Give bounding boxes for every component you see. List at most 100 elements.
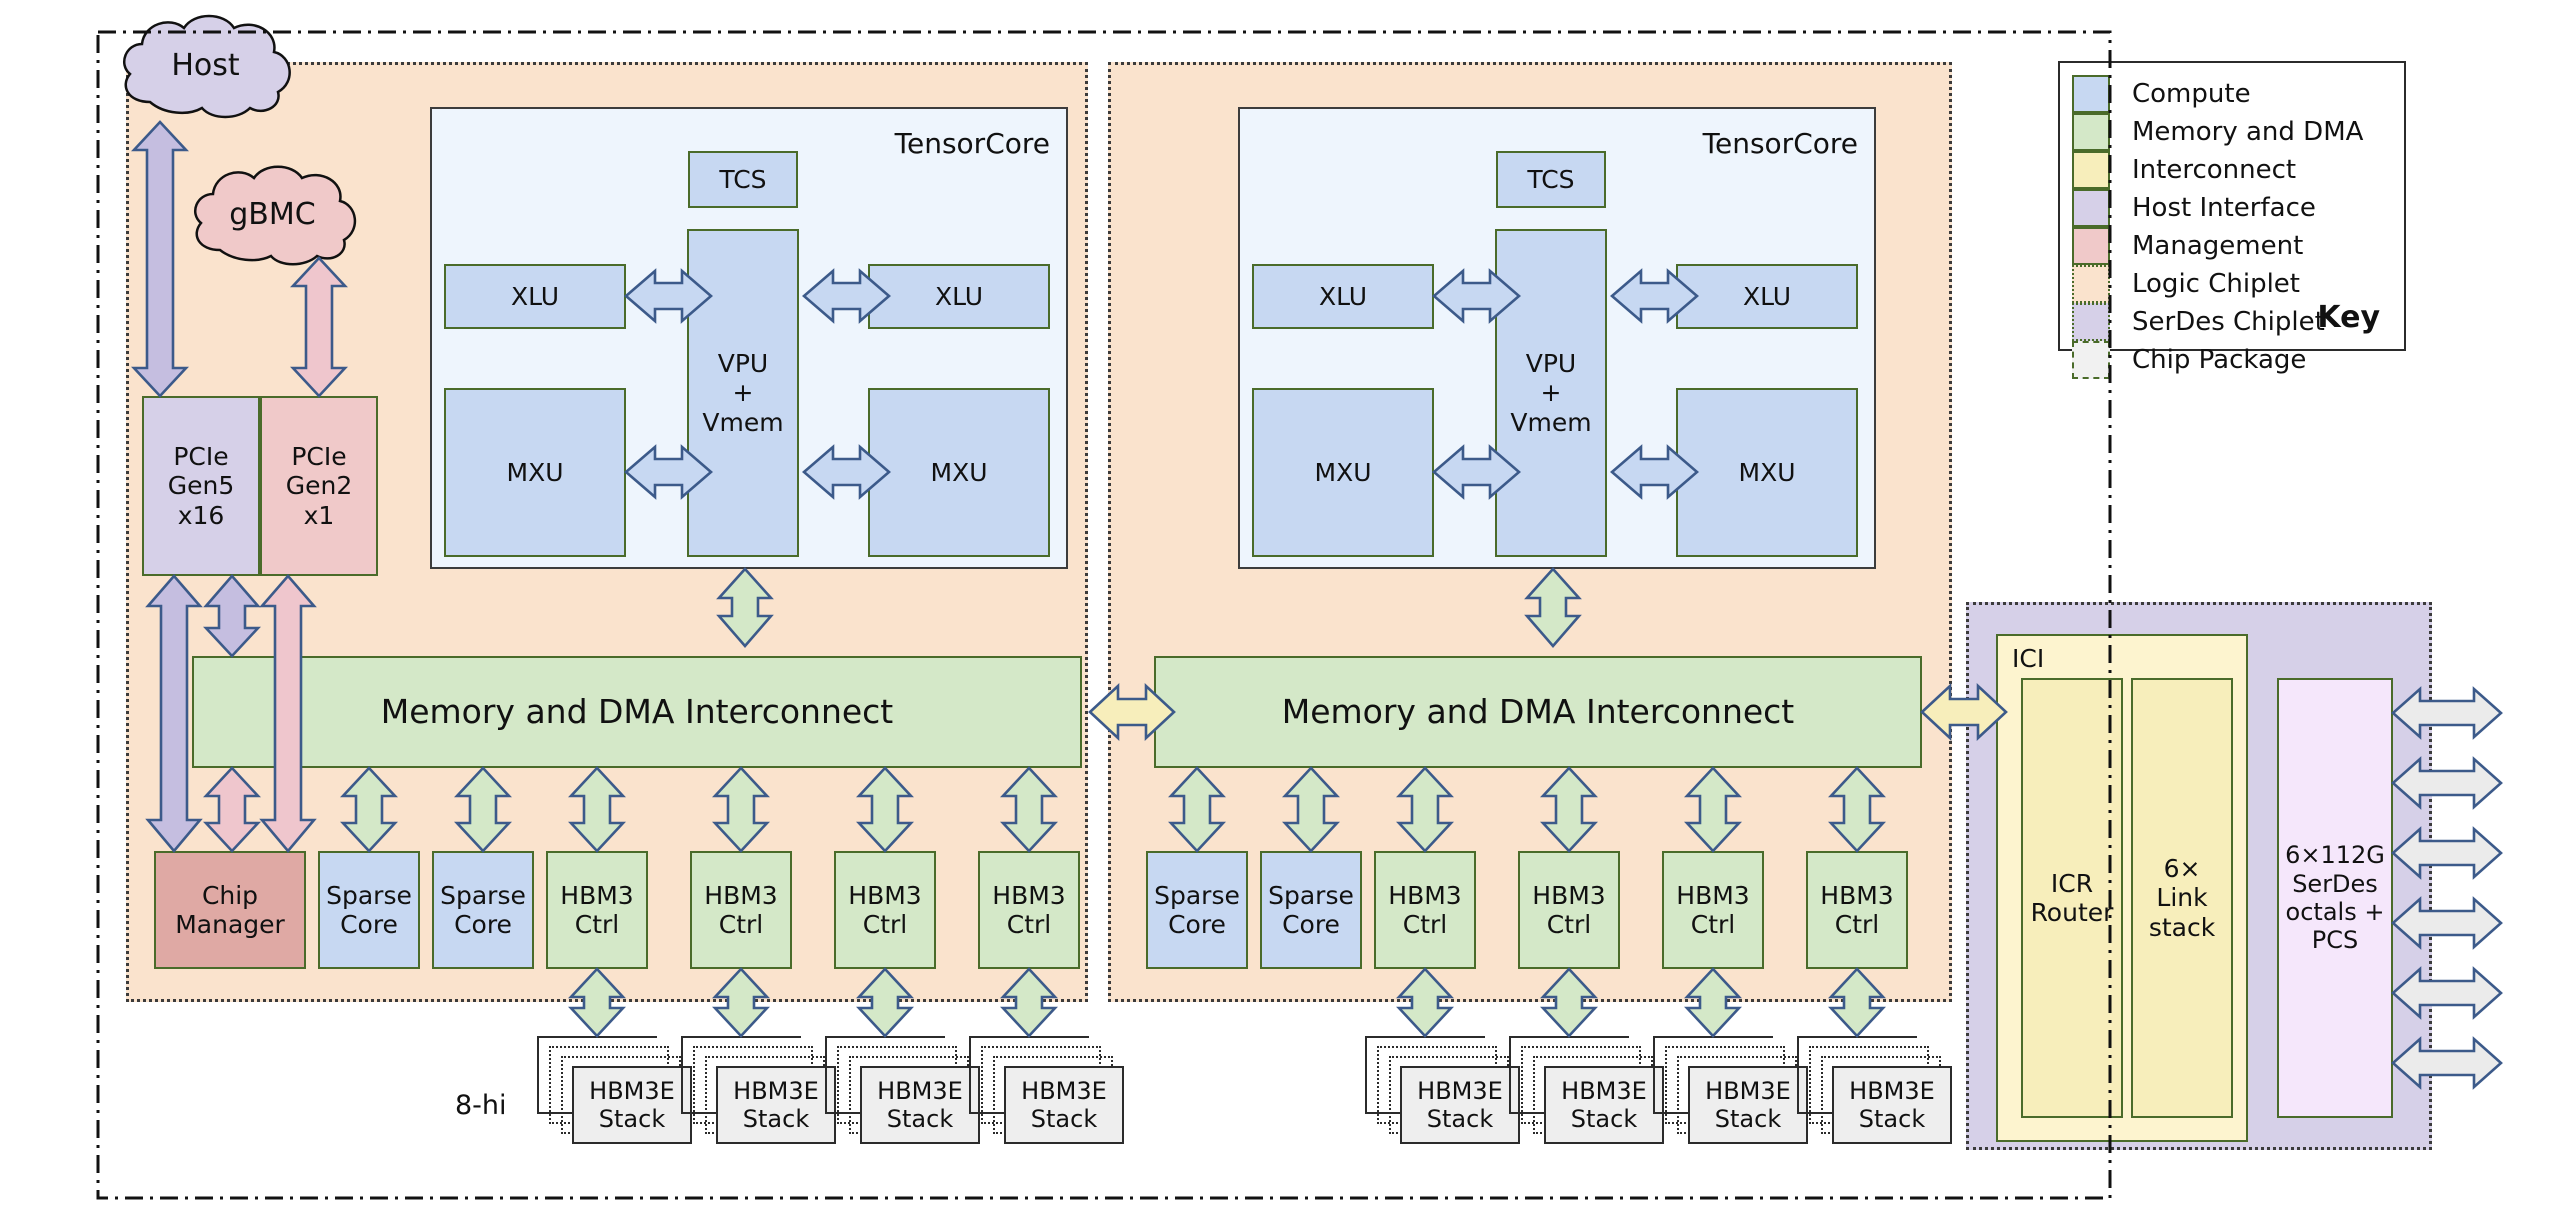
sparse-core-r1-line-1: Core	[1168, 910, 1226, 939]
tcs-label-right: TCS	[1527, 164, 1575, 194]
pcie-gen5-block[interactable]: PCIe Gen5 x16	[142, 396, 260, 576]
hbm3e-r3-line-0: HBM3E	[1705, 1076, 1791, 1105]
key-swatch-logic-chiplet	[2072, 265, 2110, 303]
mxu-right-west[interactable]: MXU	[1252, 388, 1434, 557]
mxu-left-east[interactable]: MXU	[868, 388, 1050, 557]
mxu-right-east[interactable]: MXU	[1676, 388, 1858, 557]
hbm3-ctrl-r4-line-0: HBM3	[1820, 880, 1894, 910]
ici-title: ICI	[2012, 644, 2045, 673]
gbmc-cloud[interactable]: gBMC	[180, 160, 365, 268]
key-swatch-compute	[2072, 75, 2110, 113]
host-cloud[interactable]: Host	[108, 10, 303, 120]
hbm3-ctrl-l2-line-1: Ctrl	[718, 910, 764, 939]
icr-router-block[interactable]: ICR Router	[2021, 678, 2123, 1118]
hbm3-ctrl-right-3[interactable]: HBM3 Ctrl	[1662, 851, 1764, 969]
xlu-right-east[interactable]: XLU	[1676, 264, 1858, 329]
sparse-core-l1-line-0: Sparse	[326, 880, 412, 910]
tensorcore-left-title: TensorCore	[894, 127, 1050, 160]
sparse-core-l1-line-1: Core	[340, 910, 398, 939]
hbm3-ctrl-left-3[interactable]: HBM3 Ctrl	[834, 851, 936, 969]
pcie-gen2-block[interactable]: PCIe Gen2 x1	[260, 396, 378, 576]
hbm3e-stack-r2[interactable]: HBM3E Stack	[1544, 1066, 1664, 1144]
mxu-left-west[interactable]: MXU	[444, 388, 626, 557]
hbm3e-stack-l4[interactable]: HBM3E Stack	[1004, 1066, 1124, 1144]
key-label-logic-chiplet: Logic Chiplet	[2132, 269, 2300, 299]
hbm3-ctrl-l2-line-0: HBM3	[704, 880, 778, 910]
hbm3-ctrl-r3-line-1: Ctrl	[1690, 910, 1736, 939]
pcie-gen5-line-2: x16	[177, 500, 225, 530]
tcs-block-left[interactable]: TCS	[688, 151, 798, 208]
hbm3-ctrl-r2-line-0: HBM3	[1532, 880, 1606, 910]
key-label-memory: Memory and DMA	[2132, 117, 2364, 147]
hbm3-ctrl-right-4[interactable]: HBM3 Ctrl	[1806, 851, 1908, 969]
hbm3-ctrl-left-1[interactable]: HBM3 Ctrl	[546, 851, 648, 969]
sparse-core-right-1[interactable]: Sparse Core	[1146, 851, 1248, 969]
mxu-label-east: MXU	[930, 457, 988, 487]
vpu-line-1: +	[732, 378, 754, 408]
key-item-compute: Compute	[2072, 75, 2251, 113]
hbm3e-stack-l3[interactable]: HBM3E Stack	[860, 1066, 980, 1144]
chip-manager-line-0: Chip	[201, 880, 259, 910]
hbm3-ctrl-right-2[interactable]: HBM3 Ctrl	[1518, 851, 1620, 969]
hbm3e-stack-l1[interactable]: HBM3E Stack	[572, 1066, 692, 1144]
hbm3-ctrl-right-1[interactable]: HBM3 Ctrl	[1374, 851, 1476, 969]
xlu-label-right-west: XLU	[1318, 281, 1368, 311]
pcie-gen2-line-1: Gen2	[285, 471, 353, 501]
tcs-block-right[interactable]: TCS	[1496, 151, 1606, 208]
sparse-core-l2-line-1: Core	[454, 910, 512, 939]
hbm3-ctrl-r1-line-0: HBM3	[1388, 880, 1462, 910]
link-stack-line-2: stack	[2148, 912, 2216, 942]
hbm3e-r2-line-0: HBM3E	[1561, 1076, 1647, 1105]
host-cloud-label: Host	[171, 47, 240, 83]
memory-dma-interconnect-right[interactable]: Memory and DMA Interconnect	[1154, 656, 1922, 768]
key-item-chip-package: Chip Package	[2072, 341, 2306, 379]
link-stack-block[interactable]: 6× Link stack	[2131, 678, 2233, 1118]
sparse-core-right-2[interactable]: Sparse Core	[1260, 851, 1362, 969]
link-stack-line-0: 6×	[2163, 853, 2201, 883]
mxu-label-west: MXU	[506, 457, 564, 487]
key-label-serdes-chiplet: SerDes Chiplet	[2132, 307, 2325, 337]
key-swatch-chip-package	[2072, 341, 2110, 379]
hbm3-ctrl-r2-line-1: Ctrl	[1546, 910, 1592, 939]
hbm3-ctrl-left-4[interactable]: HBM3 Ctrl	[978, 851, 1080, 969]
memory-dma-interconnect-left[interactable]: Memory and DMA Interconnect	[192, 656, 1082, 768]
hbm3e-stack-r4[interactable]: HBM3E Stack	[1832, 1066, 1952, 1144]
key-swatch-serdes-chiplet	[2072, 303, 2110, 341]
key-item-interconnect: Interconnect	[2072, 151, 2296, 189]
hbm3e-stack-r1[interactable]: HBM3E Stack	[1400, 1066, 1520, 1144]
key-label-host-interface: Host Interface	[2132, 193, 2316, 223]
serdes-octals-pcs-block[interactable]: 6×112G SerDes octals + PCS	[2277, 678, 2393, 1118]
sparse-core-left-2[interactable]: Sparse Core	[432, 851, 534, 969]
serdes-line-0: 6×112G	[2285, 841, 2385, 870]
sparse-core-l2-line-0: Sparse	[440, 880, 526, 910]
hbm3e-r3-line-1: Stack	[1714, 1105, 1782, 1133]
serdes-line-3: PCS	[2311, 926, 2359, 955]
pcie-gen5-line-0: PCIe	[173, 441, 229, 471]
hbm3e-stack-l2[interactable]: HBM3E Stack	[716, 1066, 836, 1144]
hbm3e-r1-line-0: HBM3E	[1417, 1076, 1503, 1105]
pcie-gen2-line-2: x1	[303, 500, 335, 530]
vpu-vmem-block-left[interactable]: VPU + Vmem	[687, 229, 799, 557]
vpu-line-0-right: VPU	[1525, 348, 1577, 378]
xlu-left-west[interactable]: XLU	[444, 264, 626, 329]
icr-router-line-0: ICR	[2050, 868, 2094, 898]
xlu-right-west[interactable]: XLU	[1252, 264, 1434, 329]
pcie-gen5-line-1: Gen5	[167, 471, 235, 501]
vpu-vmem-block-right[interactable]: VPU + Vmem	[1495, 229, 1607, 557]
memory-dma-interconnect-left-label: Memory and DMA Interconnect	[380, 691, 894, 731]
chip-manager-block[interactable]: Chip Manager	[154, 851, 306, 969]
tensorcore-right-title: TensorCore	[1702, 127, 1858, 160]
key-label-compute: Compute	[2132, 79, 2251, 109]
eight-hi-label: 8-hi	[455, 1090, 507, 1121]
hbm3-ctrl-left-2[interactable]: HBM3 Ctrl	[690, 851, 792, 969]
key-label-management: Management	[2132, 231, 2304, 261]
key-swatch-host-interface	[2072, 189, 2110, 227]
xlu-left-east[interactable]: XLU	[868, 264, 1050, 329]
memory-dma-interconnect-right-label: Memory and DMA Interconnect	[1281, 691, 1795, 731]
link-stack-line-1: Link	[2156, 883, 2208, 913]
hbm3e-stack-r3[interactable]: HBM3E Stack	[1688, 1066, 1808, 1144]
hbm3-ctrl-r4-line-1: Ctrl	[1834, 910, 1880, 939]
sparse-core-left-1[interactable]: Sparse Core	[318, 851, 420, 969]
vpu-line-2-right: Vmem	[1510, 407, 1592, 437]
